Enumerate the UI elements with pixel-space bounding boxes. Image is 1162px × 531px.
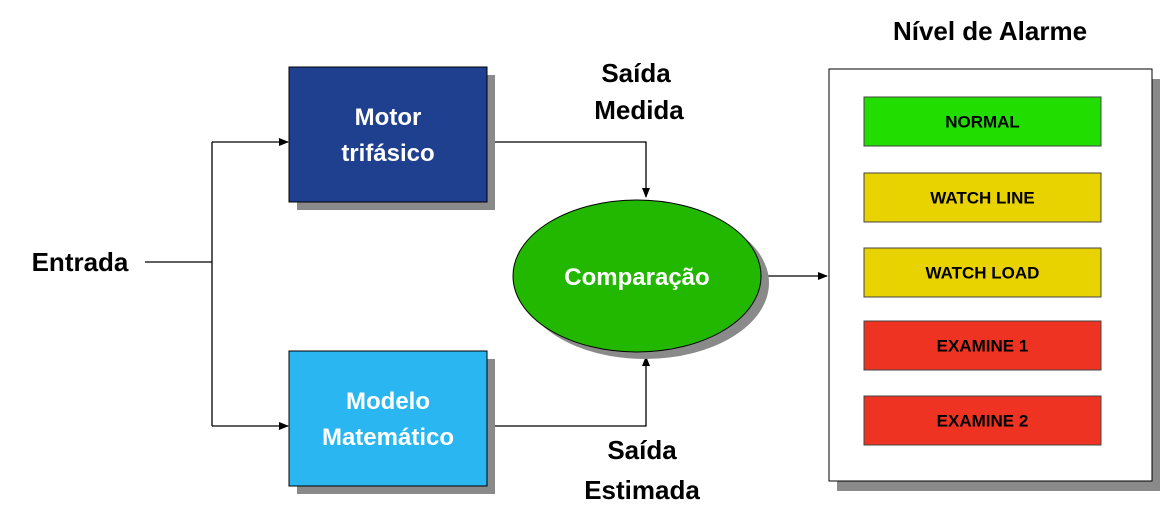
estimated-output-connector <box>486 356 650 427</box>
motor-label-line2: trifásico <box>341 140 434 167</box>
alarm-level-item: NORMAL <box>863 96 1102 147</box>
input-label: Entrada <box>32 247 129 277</box>
alarm-level-box <box>863 96 1102 147</box>
measured-output-label-line1: Saída <box>601 58 671 88</box>
measured-output-connector <box>486 141 650 198</box>
comparison-ellipse <box>512 199 762 353</box>
estimated-output-label-line2: Estimada <box>584 475 700 505</box>
comparison-label: Comparação <box>564 264 709 291</box>
alarm-level-item: EXAMINE 2 <box>863 395 1102 446</box>
alarm-level-box <box>863 395 1102 446</box>
model-block: Modelo Matemático <box>288 350 495 494</box>
alarm-level-item: EXAMINE 1 <box>863 320 1102 371</box>
alarm-level-label: WATCH LOAD <box>926 264 1040 283</box>
alarm-level-label: WATCH LINE <box>930 189 1035 208</box>
model-label-line1: Modelo <box>346 388 430 415</box>
comparison-node: Comparação <box>512 199 769 359</box>
alarm-level-label: EXAMINE 2 <box>937 412 1029 431</box>
estimated-output-label-line1: Saída <box>607 435 677 465</box>
model-label-line2: Matemático <box>322 424 454 451</box>
alarm-level-label: NORMAL <box>945 113 1020 132</box>
motor-label-line1: Motor <box>355 104 422 131</box>
alarm-level-box <box>863 320 1102 371</box>
alarm-level-list: NORMAL WATCH LINE WATCH LOAD EXAMINE 1 EXAMI… <box>863 96 1102 446</box>
alarm-title: Nível de Alarme <box>893 16 1087 46</box>
motor-block: Motor trifásico <box>288 66 495 210</box>
measured-output-label-line2: Medida <box>594 95 684 125</box>
alarm-level-box <box>863 172 1102 223</box>
alarm-level-label: EXAMINE 1 <box>937 337 1029 356</box>
connectors <box>145 138 828 430</box>
model-block-box <box>288 350 488 487</box>
motor-block-box <box>288 66 488 203</box>
alarm-level-item: WATCH LOAD <box>863 247 1102 298</box>
alarm-level-box <box>863 247 1102 298</box>
alarm-level-item: WATCH LINE <box>863 172 1102 223</box>
